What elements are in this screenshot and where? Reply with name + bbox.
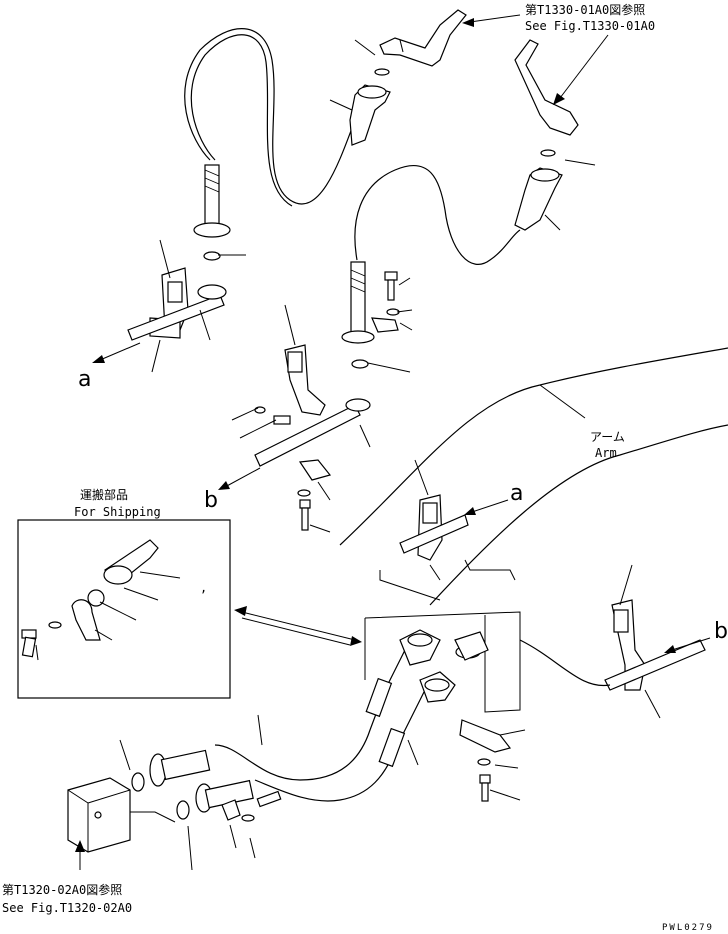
right-bracket-b	[519, 564, 706, 719]
reference-bottom: 第T1320-02A0図参照 See Fig.T1320-02A0	[2, 882, 132, 915]
center-bracket-assembly	[231, 277, 413, 533]
marker-a-right: a	[510, 481, 523, 506]
upper-hoses	[184, 28, 521, 265]
upper-center-fasteners	[371, 271, 400, 333]
leader-lines	[329, 39, 596, 801]
arm-label: アーム Arm	[590, 430, 625, 460]
hose-fitting-top-center	[349, 84, 391, 146]
arm-label-en: Arm	[595, 446, 617, 460]
lower-left-fittings	[119, 714, 282, 871]
marker-a-left: a	[78, 367, 91, 392]
reference-top: 第T1330-01A0図参照 See Fig.T1330-01A0	[525, 2, 655, 33]
valve-block	[67, 777, 176, 870]
shipping-box	[17, 519, 231, 699]
shipping-label-jp: 運搬部品	[80, 487, 128, 502]
marker-b-center: b	[204, 488, 218, 513]
arm-outline	[339, 347, 728, 606]
top-steel-pipe-right	[514, 39, 579, 136]
lower-hoses	[214, 629, 512, 802]
drawing-number: PWL0279	[662, 923, 714, 933]
hose-end-left	[193, 164, 231, 261]
arm-label-jp: アーム	[590, 430, 625, 444]
hose-fitting-top-right	[514, 167, 563, 231]
ref-top-jp: 第T1330-01A0図参照	[525, 2, 645, 17]
ref-bottom-jp: 第T1320-02A0図参照	[2, 882, 122, 897]
top-steel-pipe-left	[379, 9, 467, 67]
shipping-mark: ,	[200, 581, 207, 595]
shipping-label-en: For Shipping	[74, 505, 161, 519]
detail-box	[364, 611, 521, 713]
top-o-rings	[374, 68, 556, 157]
ref-bottom-en: See Fig.T1320-02A0	[2, 901, 132, 915]
arrows	[75, 14, 711, 868]
marker-b-right: b	[714, 619, 728, 644]
left-bracket-assembly	[127, 239, 246, 373]
shipping-label: 運搬部品 For Shipping ,	[74, 487, 207, 595]
shipping-parts	[21, 539, 181, 661]
hose-end-center	[341, 261, 375, 369]
arm-bracket-a	[399, 459, 469, 581]
ref-top-en: See Fig.T1330-01A0	[525, 19, 655, 33]
